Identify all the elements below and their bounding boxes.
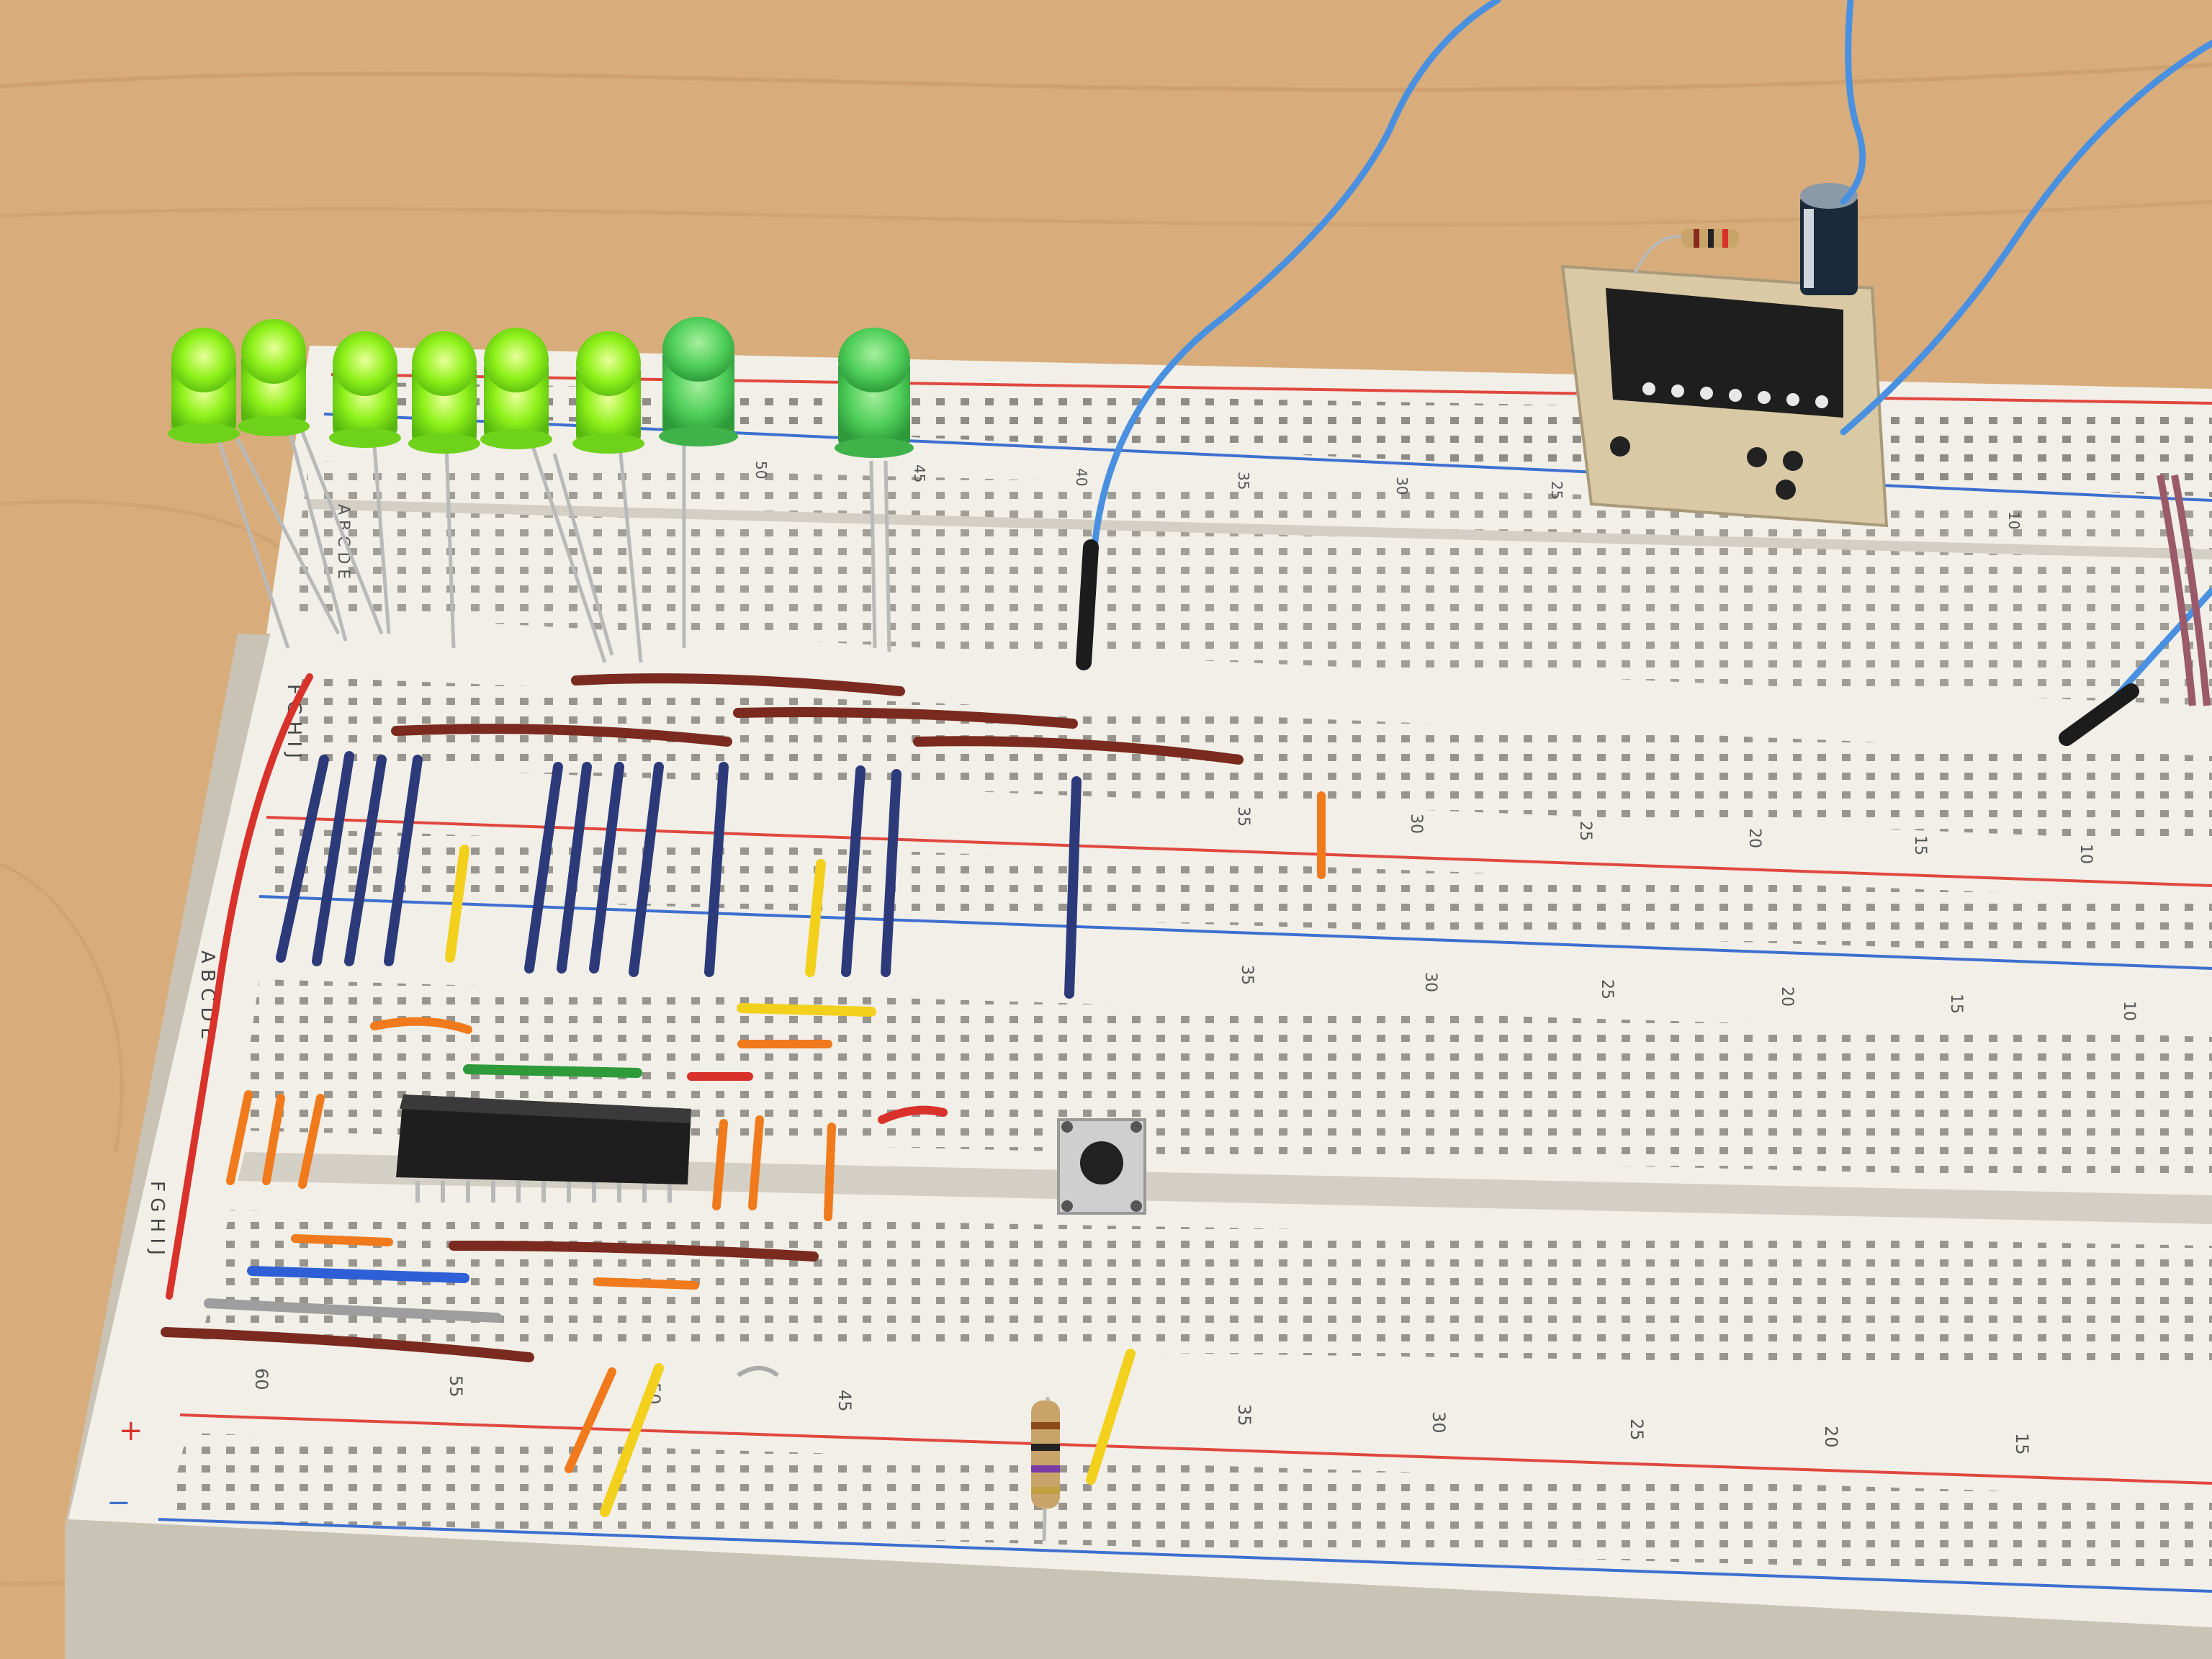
- pcb-module: [1560, 183, 1889, 528]
- col-number: 55: [446, 1375, 466, 1398]
- green-wire: [463, 1064, 642, 1078]
- side-ribbon: [2157, 475, 2211, 706]
- led-icon: [168, 328, 240, 444]
- col-number: 60: [251, 1368, 271, 1390]
- resistor-icon: [1633, 229, 1739, 274]
- led-icon: [572, 331, 644, 454]
- orange-wires: [226, 791, 1326, 1473]
- col-number: 35: [1234, 806, 1252, 827]
- brown-wires: [161, 673, 1244, 1362]
- col-number: 15: [1947, 994, 1965, 1014]
- col-number: 35: [1234, 1404, 1254, 1426]
- row-letters-fghij-bottom: F G H I J: [146, 1181, 168, 1255]
- col-number: 30: [1407, 814, 1425, 834]
- col-number: 25: [1548, 481, 1565, 499]
- col-number: 45: [911, 464, 928, 482]
- col-number: 10: [2120, 1001, 2138, 1021]
- ic-chip-icon: [396, 1094, 691, 1202]
- led-legs: [214, 424, 891, 663]
- col-number: 35: [1238, 965, 1256, 985]
- wire-loop: [737, 1366, 779, 1377]
- col-number: 30: [1421, 972, 1439, 992]
- col-number: 25: [1627, 1419, 1647, 1441]
- col-number: 25: [1598, 979, 1616, 999]
- col-number: 10: [2077, 844, 2095, 864]
- col-number: 35: [1235, 472, 1252, 490]
- col-number: 20: [1821, 1426, 1841, 1448]
- rail-plus-label: +: [119, 1414, 143, 1447]
- column-numbers-upper-top: 50 45 40 35 30 25 10: [752, 461, 2023, 529]
- red-short-wire: [878, 1105, 948, 1124]
- col-number: 50: [752, 461, 770, 479]
- col-number: 10: [2005, 511, 2023, 529]
- col-number: 30: [1393, 477, 1411, 495]
- yellow-wires: [445, 845, 1136, 1517]
- led-icon: [408, 331, 480, 454]
- col-number: 15: [2012, 1433, 2032, 1455]
- rail-minus-label: −: [107, 1486, 131, 1519]
- col-number: 15: [1911, 835, 1929, 855]
- led-icon: [835, 328, 914, 458]
- column-numbers-lower-bottom: 60 55 50 45 35 30 25 20 15: [251, 1368, 2032, 1455]
- jumper-plugs: [1076, 539, 2139, 746]
- column-numbers-middle: 35 30 25 20 15 10: [1234, 806, 2095, 864]
- col-number: 20: [1745, 828, 1763, 848]
- col-number: 25: [1576, 821, 1594, 841]
- red-side-wire: [166, 673, 313, 1300]
- col-number: 40: [1073, 468, 1090, 486]
- led-row: [168, 317, 914, 458]
- navy-wires: [276, 751, 1082, 999]
- blue-short-wire: [247, 1266, 469, 1283]
- led-icon: [659, 317, 738, 446]
- gray-short-wire: [204, 1298, 502, 1323]
- col-number: 30: [1429, 1411, 1449, 1434]
- col-number: 45: [835, 1390, 855, 1412]
- resistor-icon: [1031, 1396, 1060, 1542]
- led-icon: [329, 331, 401, 448]
- led-icon: [238, 319, 310, 436]
- column-numbers-lower-top: 35 30 25 20 15 10: [1238, 965, 2138, 1021]
- push-button-icon: [1057, 1118, 1146, 1215]
- led-icon: [480, 328, 552, 449]
- col-number: 20: [1778, 986, 1796, 1007]
